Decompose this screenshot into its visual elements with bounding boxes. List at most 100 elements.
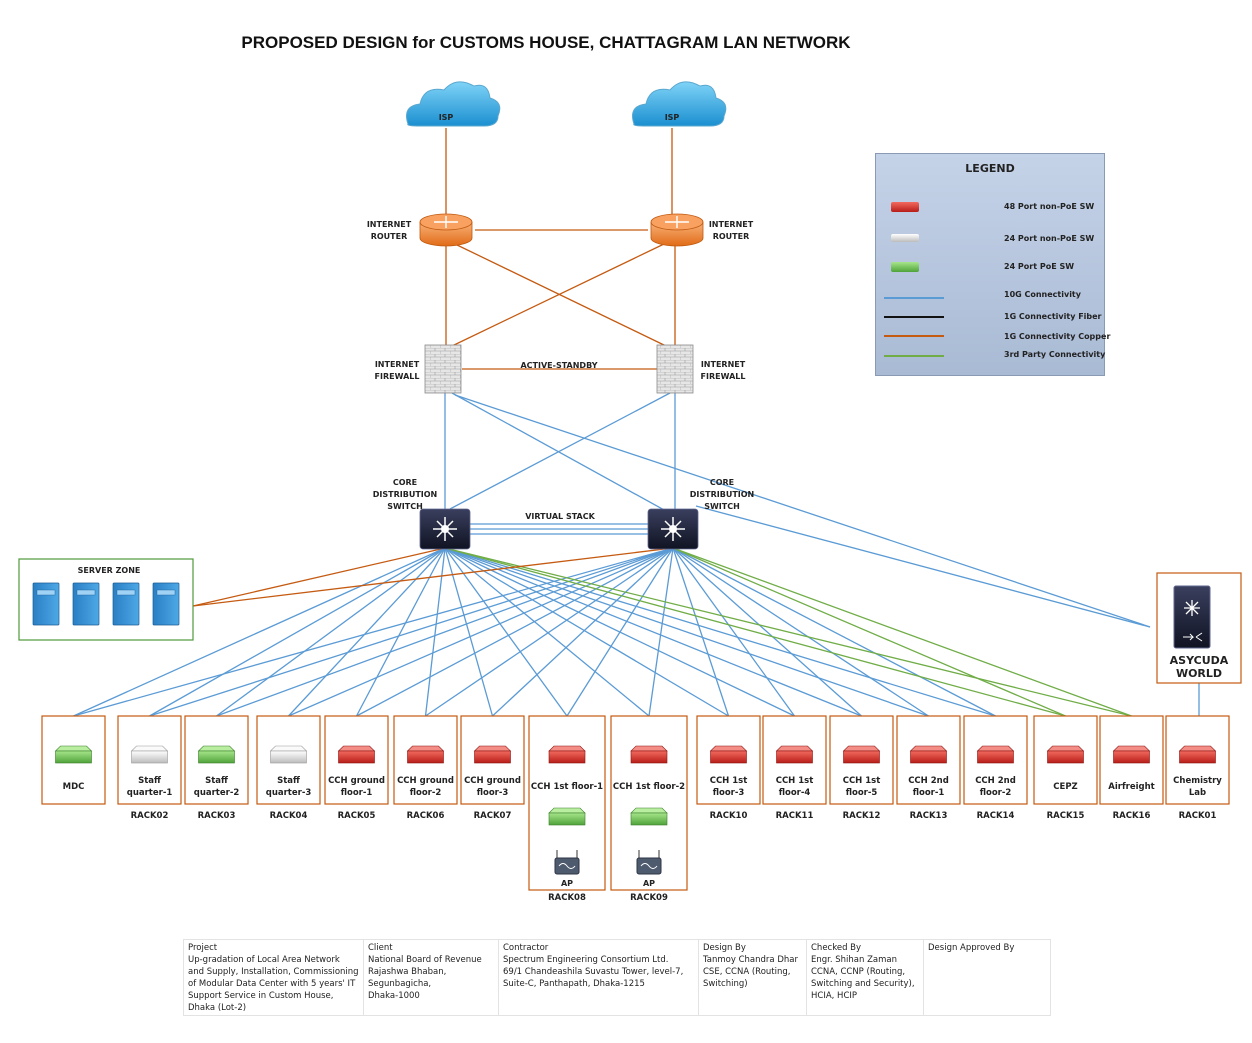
uplink-10g — [216, 547, 446, 717]
uplink-3rd-party — [444, 547, 1132, 717]
poe-switch-icon — [197, 745, 236, 764]
uplink-3rd-party — [672, 547, 1132, 717]
uplink-10g — [356, 547, 674, 717]
rack-label: CCH 1st floor-2 — [613, 782, 685, 792]
nonpoe-48-switch-icon — [1046, 745, 1085, 764]
white-switch-icon — [891, 234, 919, 242]
poe-switch-icon — [548, 807, 586, 826]
legend-panel: LEGEND 48 Port non-PoE SW 24 Port non-Po… — [875, 153, 1110, 376]
rack-id: RACK14 — [977, 811, 1015, 821]
third-party-line-icon — [884, 355, 944, 357]
uplink-10g — [355, 547, 446, 717]
uplink-10g — [444, 547, 494, 717]
nonpoe-48-switch-icon — [630, 745, 668, 764]
server-icon — [72, 582, 100, 626]
rack-id: RACK16 — [1113, 811, 1151, 821]
ap-label: AP — [643, 879, 655, 888]
core-asycuda-link — [695, 505, 1151, 628]
cloud-shape — [632, 81, 727, 127]
uplink-10g — [492, 547, 674, 717]
cloud-icon — [632, 81, 727, 127]
rack-id: RACK10 — [710, 811, 748, 821]
rack-id: RACK03 — [198, 811, 236, 821]
ha-label: ACTIVE-STANDBY — [520, 361, 597, 370]
nonpoe-24-switch-icon — [130, 745, 169, 764]
uplink-10g — [672, 547, 796, 717]
footer-approved-by: Design Approved By — [928, 943, 1015, 953]
green-switch-icon — [891, 262, 919, 272]
nonpoe-48-switch-icon — [909, 745, 948, 764]
nonpoe-48-switch-icon — [775, 745, 814, 764]
rack-id: RACK01 — [1179, 811, 1217, 821]
rack-id: RACK02 — [131, 811, 169, 821]
uplink-10g — [444, 547, 729, 717]
core-switch-icon — [419, 508, 471, 550]
ap-label: AP — [561, 879, 573, 888]
rack-id: RACK12 — [843, 811, 881, 821]
server-core-link — [192, 547, 446, 607]
uplink-10g — [288, 547, 446, 717]
access-point-icon — [554, 850, 580, 875]
router-firewall-cross — [454, 243, 667, 347]
legend-title: LEGEND — [965, 162, 1015, 175]
uplink-10g — [73, 547, 674, 717]
rack-box — [829, 715, 894, 805]
core-switch-icon — [1173, 585, 1211, 649]
isp-label: ISP — [665, 113, 680, 122]
rack-label: Airfreight — [1108, 782, 1154, 792]
nonpoe-24-switch-icon — [269, 745, 308, 764]
uplink-10g — [288, 547, 674, 717]
rack-id: RACK05 — [338, 811, 376, 821]
uplink-10g — [444, 547, 568, 717]
diagram-title: PROPOSED DESIGN for CUSTOMS HOUSE, CHATT… — [241, 33, 851, 52]
router-icon — [419, 213, 473, 247]
cloud-shape — [406, 81, 501, 127]
cloud-icon — [406, 81, 501, 127]
nonpoe-48-switch-icon — [842, 745, 881, 764]
uplink-10g — [672, 547, 996, 717]
nonpoe-48-switch-icon — [473, 745, 512, 764]
uplink-10g — [73, 547, 446, 717]
nonpoe-48-switch-icon — [1178, 745, 1217, 764]
rack-label: CCH 1st floor-1 — [531, 782, 603, 792]
tengig-line-icon — [884, 297, 944, 299]
fiber-line-icon — [884, 316, 944, 318]
uplink-3rd-party — [672, 547, 1066, 717]
poe-switch-icon — [630, 807, 668, 826]
uplink-10g — [425, 547, 674, 717]
isp-label: ISP — [439, 113, 454, 122]
rack-id: RACK09 — [630, 893, 668, 903]
router-firewall-cross — [451, 243, 665, 347]
firewall-icon — [424, 344, 462, 394]
uplink-10g — [444, 547, 795, 717]
uplink-10g — [149, 547, 674, 717]
rack-id: RACK08 — [548, 893, 586, 903]
uplink-10g — [444, 547, 862, 717]
uplink-10g — [444, 547, 929, 717]
rack-id: RACK07 — [474, 811, 512, 821]
firewall-icon — [656, 344, 694, 394]
nonpoe-48-switch-icon — [337, 745, 376, 764]
rack-id: RACK13 — [910, 811, 948, 821]
uplink-10g — [149, 547, 446, 717]
rack-id: RACK06 — [407, 811, 445, 821]
poe-switch-icon — [54, 745, 93, 764]
uplink-10g — [672, 547, 929, 717]
rack-label: MDC — [63, 782, 85, 792]
